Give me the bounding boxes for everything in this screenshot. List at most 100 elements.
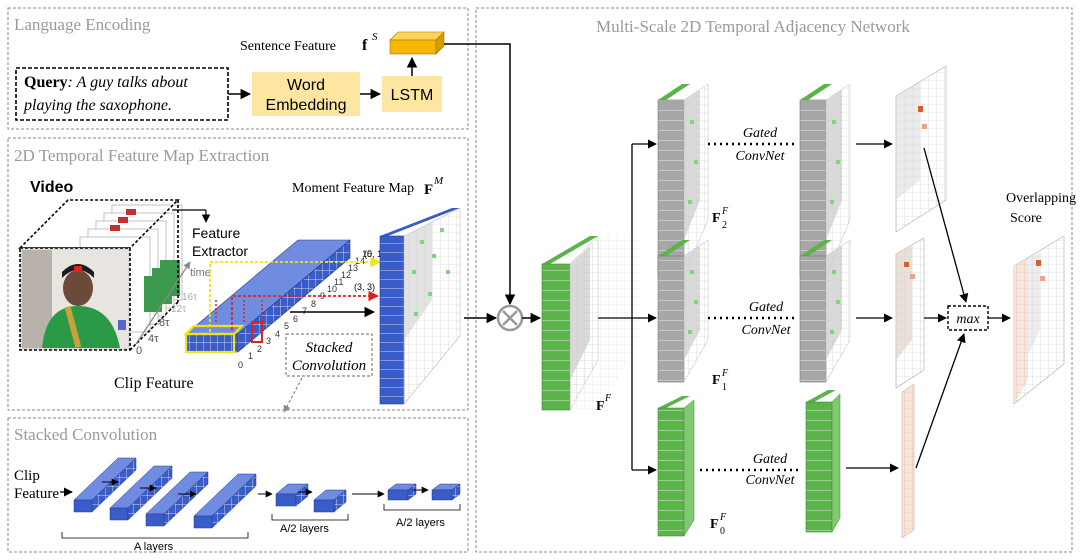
query-box: Query: A guy talks about playing the sax… [15, 67, 229, 121]
panel-title-extraction: 2D Temporal Feature Map Extraction [14, 146, 270, 165]
index-tick-6: 6 [293, 314, 298, 324]
index-ticks: 0 1 2 3 4 5 6 7 8 9 10 11 12 13 14 15 [238, 249, 372, 370]
panel-title-stacked: Stacked Convolution [14, 425, 158, 444]
time-tick-0: 0 [136, 345, 142, 357]
lstm-box: LSTM [382, 76, 442, 112]
time-tick-2: 8τ [159, 317, 170, 329]
fused-map-sup: F [604, 393, 612, 404]
branch-f1-output [799, 239, 851, 383]
overlapping-score-map [1013, 235, 1065, 405]
index-tick-9: 9 [320, 291, 325, 301]
f0-symbol: F [710, 517, 719, 532]
stacked-clip-line2: Feature [14, 486, 59, 502]
moment-map-label: Moment Feature Map [292, 181, 414, 196]
moment-map-sup: M [433, 175, 444, 187]
a-layers-label: A layers [134, 541, 174, 553]
index-tick-8: 8 [311, 299, 316, 309]
a2-layers-blocks-2 [383, 483, 461, 511]
index-tick-0: 0 [238, 360, 243, 370]
index-tick-7: 7 [302, 306, 307, 316]
sentence-feature-sup: S [372, 31, 378, 43]
panel-title-multi-scale: Multi-Scale 2D Temporal Adjacency Networ… [596, 17, 910, 36]
query-text-line2: playing the saxophone. [23, 97, 172, 114]
fused-feature-map [541, 235, 640, 411]
panel-language-encoding: Language Encoding [7, 7, 469, 130]
panel-feature-map-extraction: 2D Temporal Feature Map Extraction [7, 137, 469, 411]
f1-symbol: F [712, 373, 721, 388]
index-tick-11: 11 [334, 277, 343, 287]
a-layers-blocks [61, 457, 257, 539]
max-operator: max [947, 305, 989, 331]
overlapping-score-line1: Overlapping [1006, 191, 1076, 206]
panel-multi-scale: Multi-Scale 2D Temporal Adjacency Networ… [475, 7, 1073, 553]
sentence-feature-block [389, 31, 445, 55]
f2-sup: F [721, 206, 729, 217]
fusion-multiply-icon [496, 304, 524, 332]
a2-layers-blocks [271, 483, 349, 521]
f0-sup: F [719, 512, 727, 523]
f2-sub: 2 [722, 220, 727, 231]
a2-layers-label-1: A/2 layers [280, 523, 329, 535]
panel-stacked-convolution: Stacked Convolution [7, 417, 469, 553]
coord-0-1: (0, 1) [364, 249, 385, 259]
score-map-f0 [901, 383, 915, 539]
query-text-line1: : A guy talks about [68, 74, 189, 91]
time-axis: time 0 4τ 8τ 12τ 16τ [135, 261, 211, 357]
branch-f1-input [657, 239, 709, 383]
panel-title-language: Language Encoding [14, 15, 151, 34]
index-tick-12: 12 [341, 270, 351, 280]
index-tick-5: 5 [284, 321, 289, 331]
time-tick-1: 4τ [148, 333, 159, 345]
fused-map-symbol: F [596, 399, 605, 414]
time-tick-4: 16τ [182, 292, 197, 303]
convnet-label-f2: ConvNet [736, 149, 786, 164]
convnet-label-f0: ConvNet [746, 473, 796, 488]
index-tick-1: 1 [248, 351, 253, 361]
f2-symbol: F [712, 211, 721, 226]
clip-feature-label: Clip Feature [114, 375, 194, 392]
branch-f0-output [805, 390, 841, 533]
gated-label-f2: Gated [743, 126, 778, 141]
a2-layers-label-2: A/2 layers [396, 517, 445, 529]
index-tick-13: 13 [348, 263, 358, 273]
word-embedding-line1: Word [287, 77, 325, 94]
lstm-label: LSTM [391, 87, 434, 104]
time-tick-3: 12τ [171, 304, 186, 315]
time-label: time [190, 267, 211, 279]
stacked-callout-line2: Convolution [292, 358, 366, 374]
index-tick-3: 3 [266, 336, 271, 346]
video-cube [18, 199, 183, 351]
moment-map-symbol: F [424, 182, 433, 198]
f1-sub: 1 [722, 382, 727, 393]
stacked-callout-line1: Stacked [306, 340, 353, 356]
f1-sup: F [721, 368, 729, 379]
query-label: Query [24, 74, 68, 91]
feature-extractor-line1: Feature [192, 225, 240, 241]
pooling-arrows [209, 256, 382, 332]
stacked-convolution-callout: Stacked Convolution [283, 333, 373, 413]
f0-sub: 0 [720, 526, 725, 537]
branch-lines [598, 139, 657, 475]
convnet-label-f1: ConvNet [742, 323, 792, 338]
gated-label-f1: Gated [749, 300, 784, 315]
feature-extractor-line2: Extractor [192, 243, 248, 259]
index-tick-14: 14 [355, 256, 365, 266]
svg-text:Query: A guy talks about: Query: A guy talks about [24, 74, 188, 91]
max-label: max [956, 312, 980, 327]
overlapping-score-line2: Score [1010, 211, 1042, 226]
index-tick-2: 2 [257, 344, 262, 354]
video-label: Video [30, 179, 74, 196]
sentence-feature-symbol: f [362, 37, 368, 54]
gated-label-f0: Gated [753, 452, 788, 467]
sentence-feature-label: Sentence Feature [240, 39, 336, 54]
score-map-f2 [895, 65, 947, 233]
branch-f0-input [657, 396, 695, 537]
score-map-f1 [895, 237, 925, 389]
index-tick-10: 10 [327, 284, 337, 294]
coord-3-3: (3, 3) [354, 282, 375, 292]
branch-f2-output [799, 83, 851, 277]
index-tick-4: 4 [275, 329, 280, 339]
moment-feature-map [379, 207, 461, 405]
word-embedding-box: Word Embedding [252, 72, 360, 116]
